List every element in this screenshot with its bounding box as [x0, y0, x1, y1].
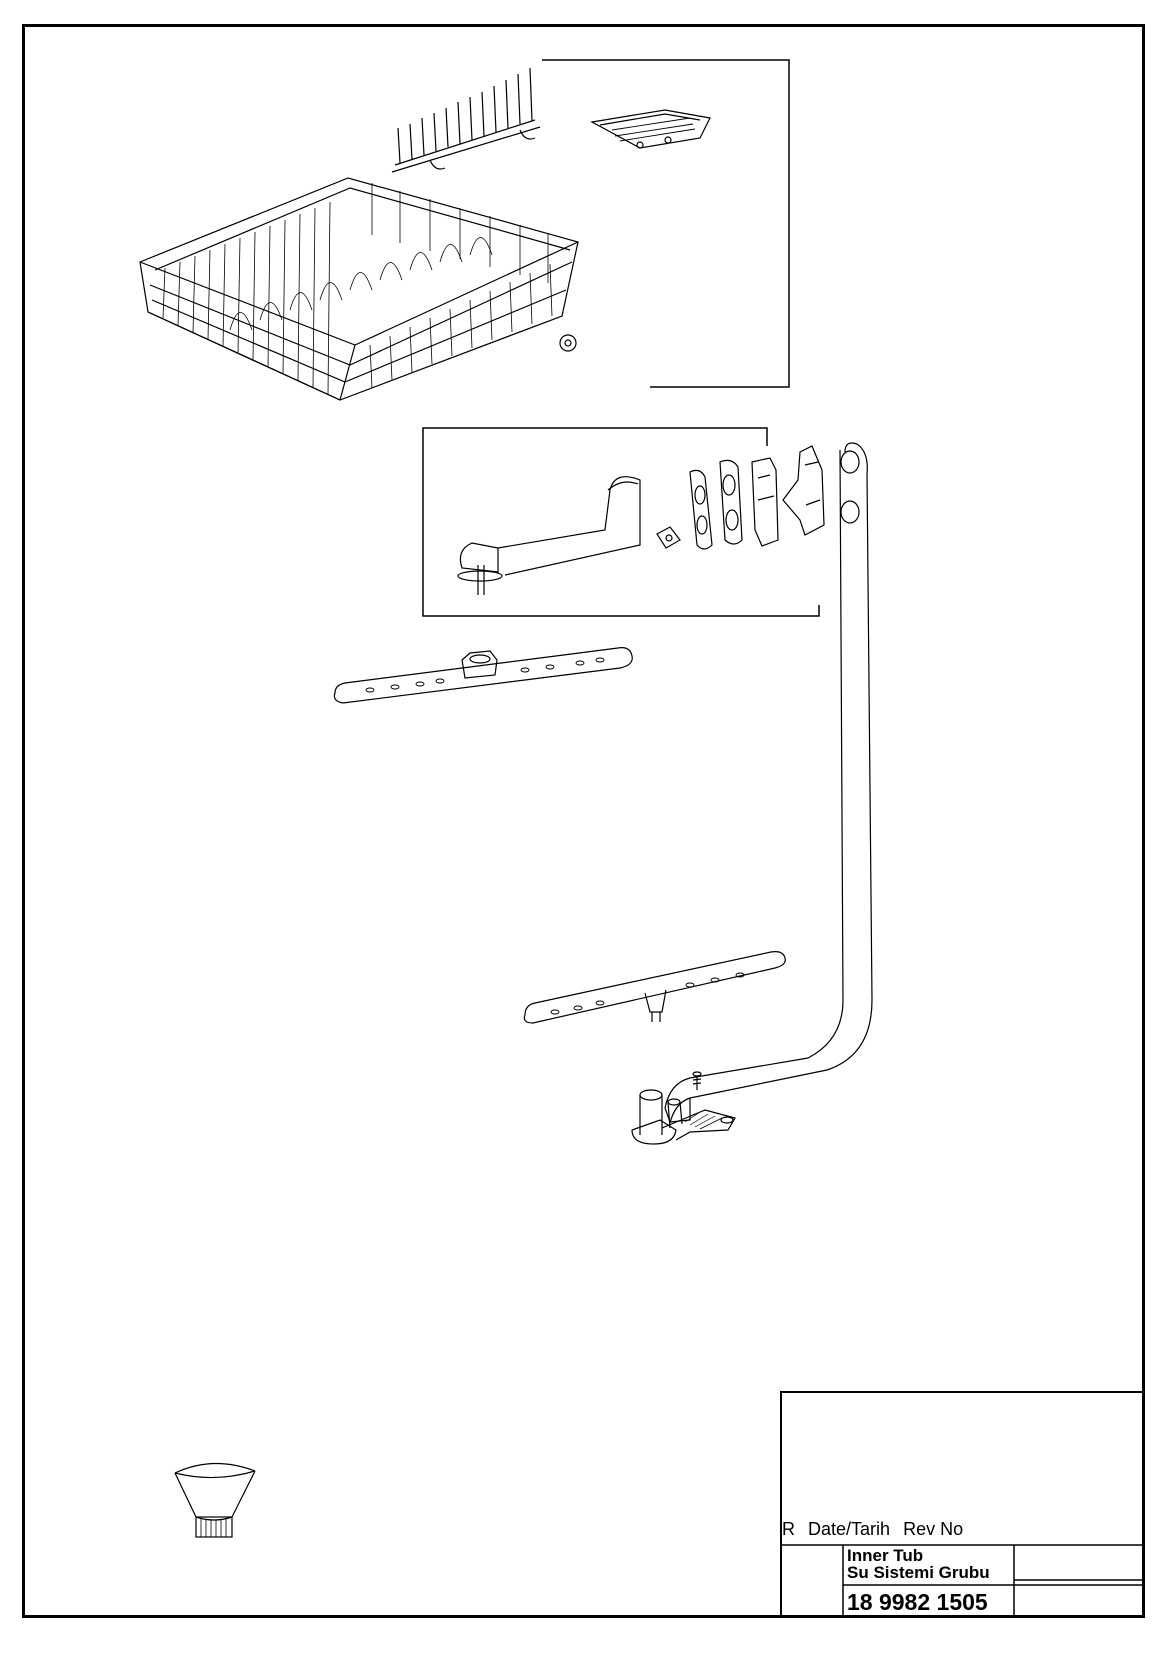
lower-spray-arm-icon	[523, 951, 786, 1024]
pipe-bracket-icon	[782, 445, 825, 536]
gasket-plate-icon	[689, 469, 713, 550]
water-supply-pipe-icon	[664, 442, 873, 1124]
revision-number-label: Rev No	[903, 1519, 964, 1539]
upper-spray-arm-icon	[333, 647, 633, 704]
cutlery-holder-icon	[590, 109, 711, 149]
revision-date-label: Date/Tarih	[808, 1519, 891, 1539]
title-line-2: Su Sistemi Grubu	[847, 1563, 990, 1582]
title-line-1: Inner Tub	[847, 1546, 924, 1565]
cup-rack-icon	[391, 67, 541, 173]
sump-assembly-icon	[631, 1089, 736, 1145]
revision-r-label: R	[782, 1519, 795, 1539]
drawing-number: 18 9982 1505	[847, 1589, 988, 1615]
pipe-holder-icon	[751, 457, 779, 547]
spray-arm-pipe-icon	[457, 476, 641, 595]
pipe-parts-callout	[422, 427, 820, 617]
salt-funnel-icon	[174, 1462, 256, 1538]
upper-basket-icon	[139, 177, 579, 401]
basket-accessory-callout	[542, 59, 790, 388]
revision-header: R Date/Tarih Rev No	[782, 1519, 971, 1540]
title-block	[780, 1391, 1145, 1618]
drawing-frame	[22, 24, 1145, 1618]
screw-icon	[692, 1071, 702, 1090]
title-block-lines	[780, 1544, 1145, 1618]
seal-plate-icon	[719, 459, 743, 545]
small-clip-icon	[656, 526, 681, 549]
